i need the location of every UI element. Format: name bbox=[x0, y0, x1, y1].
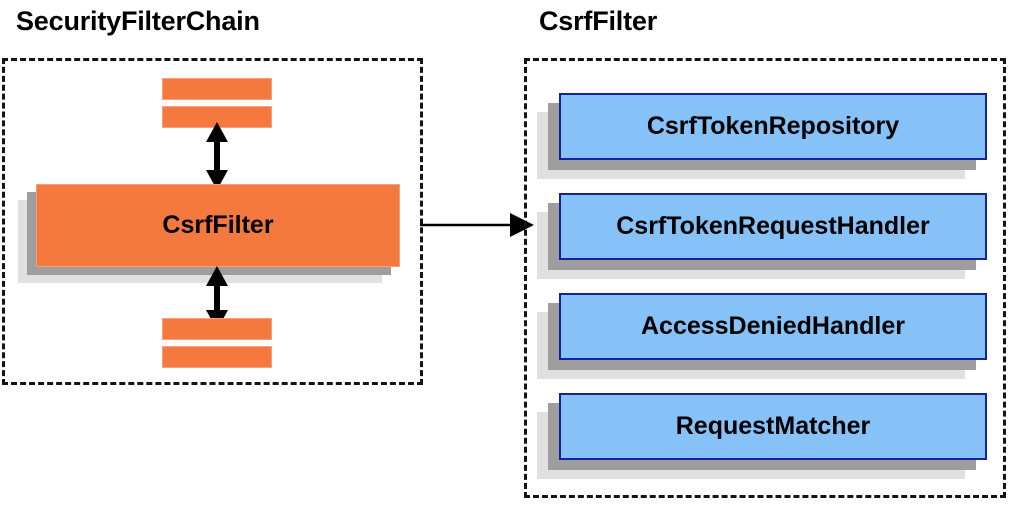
collaborator-label: CsrfTokenRequestHandler bbox=[616, 212, 930, 241]
right-panel-title: CsrfFilter bbox=[539, 6, 658, 36]
filter-bar-top-1 bbox=[162, 78, 272, 100]
collaborator-csrftokenrequesthandler[interactable]: CsrfTokenRequestHandler bbox=[537, 193, 987, 279]
csrffilter-node[interactable]: CsrfFilter bbox=[18, 184, 400, 283]
filter-bar-bottom-2 bbox=[162, 346, 272, 368]
csrf-filter-panel bbox=[524, 58, 1006, 498]
collaborator-face: RequestMatcher bbox=[559, 393, 987, 460]
collaborator-accessdeniedhandler[interactable]: AccessDeniedHandler bbox=[537, 293, 987, 379]
collaborator-label: AccessDeniedHandler bbox=[640, 312, 905, 341]
csrffilter-label: CsrfFilter bbox=[162, 211, 274, 240]
csrffilter-to-collaborators-arrow bbox=[420, 213, 534, 237]
left-panel-title: SecurityFilterChain bbox=[16, 6, 260, 36]
collaborator-label: RequestMatcher bbox=[675, 412, 871, 441]
security-filter-chain-panel bbox=[2, 58, 423, 385]
csrffilter-face: CsrfFilter bbox=[36, 184, 400, 267]
collaborator-csrftokenrepository[interactable]: CsrfTokenRepository bbox=[537, 93, 987, 179]
collaborator-face: CsrfTokenRequestHandler bbox=[559, 193, 987, 260]
collaborator-face: CsrfTokenRepository bbox=[559, 93, 987, 160]
collaborator-label: CsrfTokenRepository bbox=[646, 112, 900, 141]
collaborator-requestmatcher[interactable]: RequestMatcher bbox=[537, 393, 987, 479]
arrow-up-down-above-csrffilter bbox=[206, 122, 228, 190]
collaborator-face: AccessDeniedHandler bbox=[559, 293, 987, 360]
filter-bar-bottom-1 bbox=[162, 318, 272, 340]
